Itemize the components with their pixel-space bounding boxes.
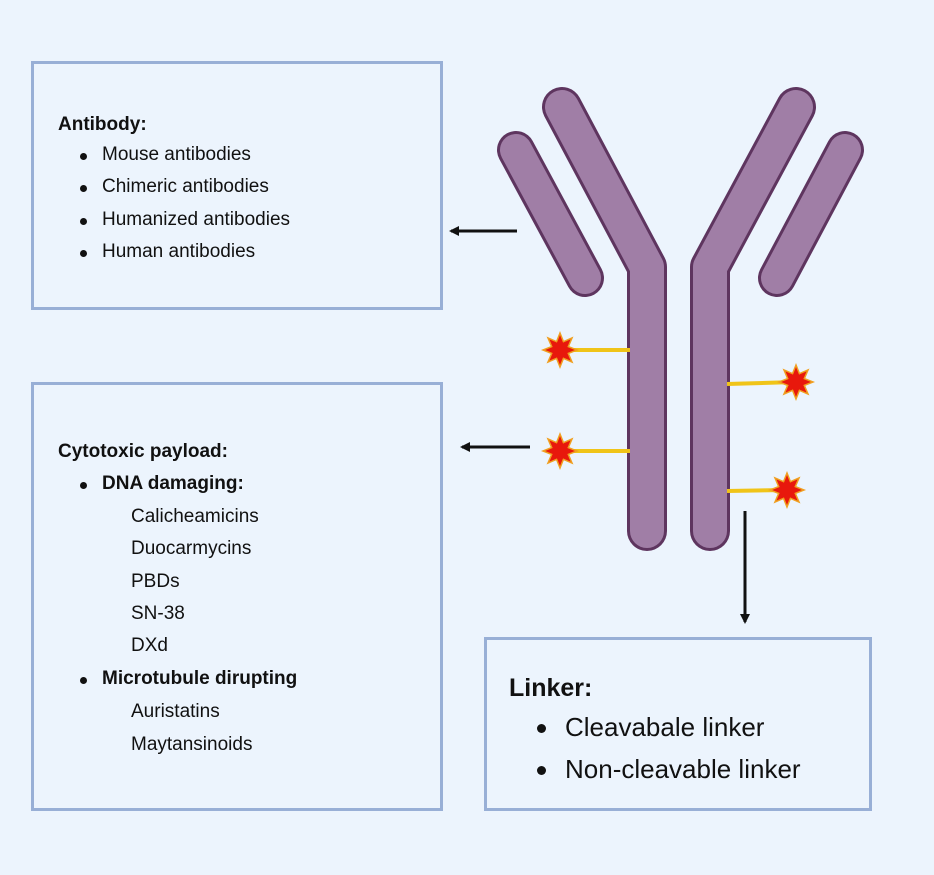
payload-item: Duocarmycins [131,538,252,559]
linker-item: Non-cleavable linker [565,754,801,784]
payload-box: Cytotoxic payload: DNA damaging: Caliche… [31,382,443,811]
antibody-item: Human antibodies [102,241,256,262]
antibody-box: Antibody: Mouse antibodies Chimeric anti… [31,61,443,310]
linker-lines [560,348,796,493]
antibody-light-chains [497,131,864,297]
linker-item: Cleavabale linker [565,712,765,742]
bullet-icon [80,153,87,160]
payload-stars [540,330,816,510]
linker-box: Linker: Cleavabale linker Non-cleavable … [484,637,872,811]
payload-item: PBDs [131,571,180,592]
bullet-icon [80,482,87,489]
bullet-icon [537,724,546,733]
linker-title: Linker: [509,674,593,702]
payload-star-icon [540,431,580,471]
bullet-icon [80,677,87,684]
payload-item: DXd [131,635,168,656]
bullet-icon [80,185,87,192]
payload-item: Calicheamicins [131,506,259,527]
payload-item: Maytansinoids [131,734,253,755]
payload-item: SN-38 [131,603,185,624]
payload-star-icon [540,330,580,370]
antibody-heavy-chains [542,87,816,551]
payload-star-icon [767,470,807,510]
payload-group-label: Microtubule dirupting [102,668,298,689]
antibody-item: Humanized antibodies [102,209,291,230]
payload-title: Cytotoxic payload: [58,441,228,462]
bullet-icon [80,250,87,257]
antibody-title: Antibody: [58,114,147,135]
bullet-icon [80,218,87,225]
antibody-item: Mouse antibodies [102,144,251,165]
payload-star-icon [776,362,816,402]
antibody-item: Chimeric antibodies [102,176,269,197]
bullet-icon [537,766,546,775]
payload-group-label: DNA damaging: [102,473,244,494]
payload-item: Auristatins [131,701,220,722]
